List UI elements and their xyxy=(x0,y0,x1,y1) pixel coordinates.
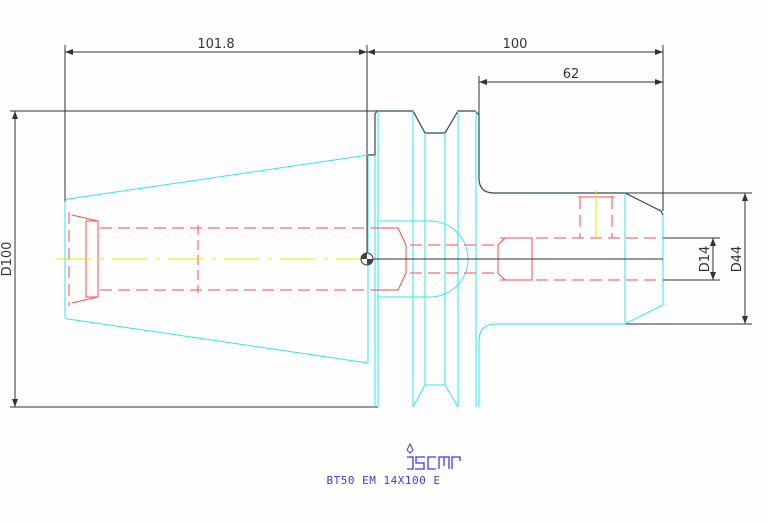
hidden-lines xyxy=(68,196,663,306)
dim-length-right: 100 xyxy=(503,37,528,52)
dim-bore-diameter: D14 xyxy=(698,246,713,273)
dimension-lines xyxy=(10,45,752,408)
dim-length-left: 101.8 xyxy=(197,37,234,52)
dim-shank-diameter: D44 xyxy=(730,246,745,273)
dim-flange-diameter: D100 xyxy=(0,242,15,277)
origin-marker-icon xyxy=(360,252,374,266)
upper-outline xyxy=(368,110,664,216)
part-number: BT50 EM 14X100 E xyxy=(326,474,441,487)
dim-gauge-length: 62 xyxy=(563,67,580,82)
